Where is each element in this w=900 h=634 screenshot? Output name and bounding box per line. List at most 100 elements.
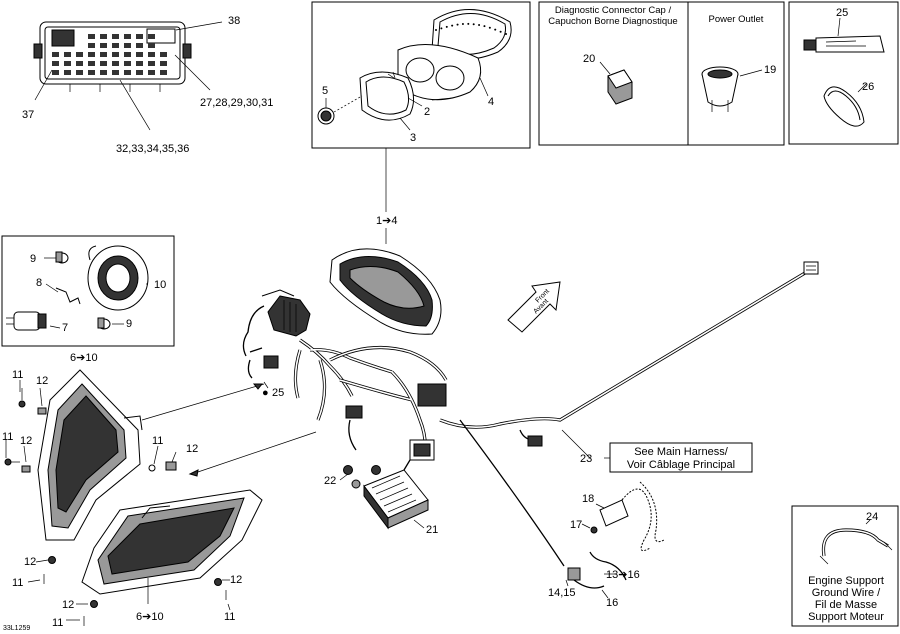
fuse-slot <box>64 61 71 66</box>
callout-12-c: 12 <box>186 443 198 455</box>
callout-3: 3 <box>410 132 416 144</box>
grease-tube-frame <box>788 1 899 145</box>
fuse-slot <box>52 61 59 66</box>
fuse-slot <box>112 34 119 39</box>
bezel-rivet <box>472 23 475 26</box>
engine-ground-wire <box>819 528 893 565</box>
halogen-bulb <box>6 311 47 331</box>
fuse-slot <box>76 52 83 57</box>
fuse-slot <box>124 61 131 66</box>
diagnostic-connector-cap <box>607 69 633 105</box>
fuse-slot <box>88 52 95 57</box>
callout-11-c: 11 <box>152 435 163 447</box>
bezel-rivet <box>445 25 448 28</box>
power-outlet-part <box>701 66 739 112</box>
fuse-slot <box>136 61 143 66</box>
callout-6-to-10-top: 6➔10 <box>70 352 98 364</box>
callout-5: 5 <box>322 85 328 97</box>
engine-ground-label-line3: Fil de Masse <box>815 599 877 611</box>
fuse-slot <box>76 61 83 66</box>
headlight-reflector <box>87 245 149 311</box>
instrument-cluster <box>329 248 442 335</box>
fuse-slot <box>52 70 59 75</box>
callout-11-e: 11 <box>52 617 63 629</box>
callout-6-to-10-bottom: 6➔10 <box>136 611 164 623</box>
fuse-slot <box>88 70 95 75</box>
bezel-rivet <box>505 33 507 35</box>
bezel-rivet <box>461 23 464 26</box>
callout-7: 7 <box>62 322 68 334</box>
bezel-rivet <box>478 23 481 26</box>
bezel-rivet <box>435 29 437 31</box>
callout-21: 21 <box>426 524 438 536</box>
bezel-rivet <box>467 22 470 25</box>
fuse-slot <box>100 52 107 57</box>
gauge-screw <box>387 71 396 79</box>
fuse-slot <box>76 70 83 75</box>
left-headlight-housing <box>37 369 143 541</box>
fuse-slot <box>136 70 143 75</box>
main-harness-note-box <box>609 442 753 473</box>
fuse-slot <box>100 70 107 75</box>
fuse-slot <box>52 52 59 57</box>
callout-18: 18 <box>582 493 594 505</box>
headlight-detail-frame <box>1 235 175 347</box>
gauge-detail-frame <box>311 1 531 149</box>
callout-11-f: 11 <box>224 611 235 623</box>
callout-27-31: 27,28,29,30,31 <box>200 97 273 109</box>
small-bulb-bottom <box>97 317 111 330</box>
callout-25: 25 <box>836 7 848 19</box>
fuse-slot <box>88 43 95 48</box>
fuse-slot <box>88 61 95 66</box>
callout-20: 20 <box>583 53 595 65</box>
bulb-clip <box>55 287 81 305</box>
fuse-slot <box>160 61 167 66</box>
fuse-slot <box>64 52 71 57</box>
callout-23: 23 <box>580 453 592 465</box>
callout-14-15: 14,15 <box>548 587 576 599</box>
callout-12-f: 12 <box>230 574 242 586</box>
fuse-slot <box>148 43 155 48</box>
engine-ground-label-line2: Ground Wire / <box>812 587 881 599</box>
wiring-harness <box>242 289 448 461</box>
fuse-slot <box>148 70 155 75</box>
callout-11-b: 11 <box>2 431 13 443</box>
fuse-slot <box>64 70 71 75</box>
fuse-slot <box>148 34 155 39</box>
fuse-slot <box>112 70 119 75</box>
diagnostic-title-line2: Capuchon Borne Diagnostique <box>548 16 677 27</box>
bezel-rivet <box>483 25 486 28</box>
main-harness-note-line2: Voir Câblage Principal <box>627 459 735 471</box>
engine-ground-frame <box>791 505 899 627</box>
fuse-slot <box>88 34 95 39</box>
fuse-slot <box>136 52 143 57</box>
callout-22: 22 <box>324 475 336 487</box>
callout-37: 37 <box>22 109 34 121</box>
callout-12-e: 12 <box>62 599 74 611</box>
gauge-back-cover <box>359 71 414 121</box>
fuse-slot <box>124 43 131 48</box>
callout-10: 10 <box>154 279 166 291</box>
regulator-nuts <box>343 465 381 489</box>
fuse-slot <box>136 34 143 39</box>
fuse-slot <box>112 52 119 57</box>
fuse-slot <box>112 61 119 66</box>
callout-1-to-4: 1➔4 <box>376 215 397 227</box>
callout-11-d: 11 <box>12 577 23 589</box>
left-headlight-fasteners <box>4 388 177 473</box>
fuse-slot <box>100 34 107 39</box>
fuse-slot <box>124 52 131 57</box>
fuse-slot <box>112 43 119 48</box>
fuse-slot <box>148 52 155 57</box>
callout-19: 19 <box>764 64 776 76</box>
callout-12-b: 12 <box>20 435 32 447</box>
callout-16: 16 <box>606 597 618 609</box>
fuse-slot <box>100 43 107 48</box>
bezel-rivet <box>451 24 454 27</box>
fuse-slot <box>160 70 167 75</box>
tether-switch <box>459 419 665 589</box>
callout-24: 24 <box>866 511 878 523</box>
callout-4: 4 <box>488 96 494 108</box>
grease-tube <box>803 35 885 53</box>
